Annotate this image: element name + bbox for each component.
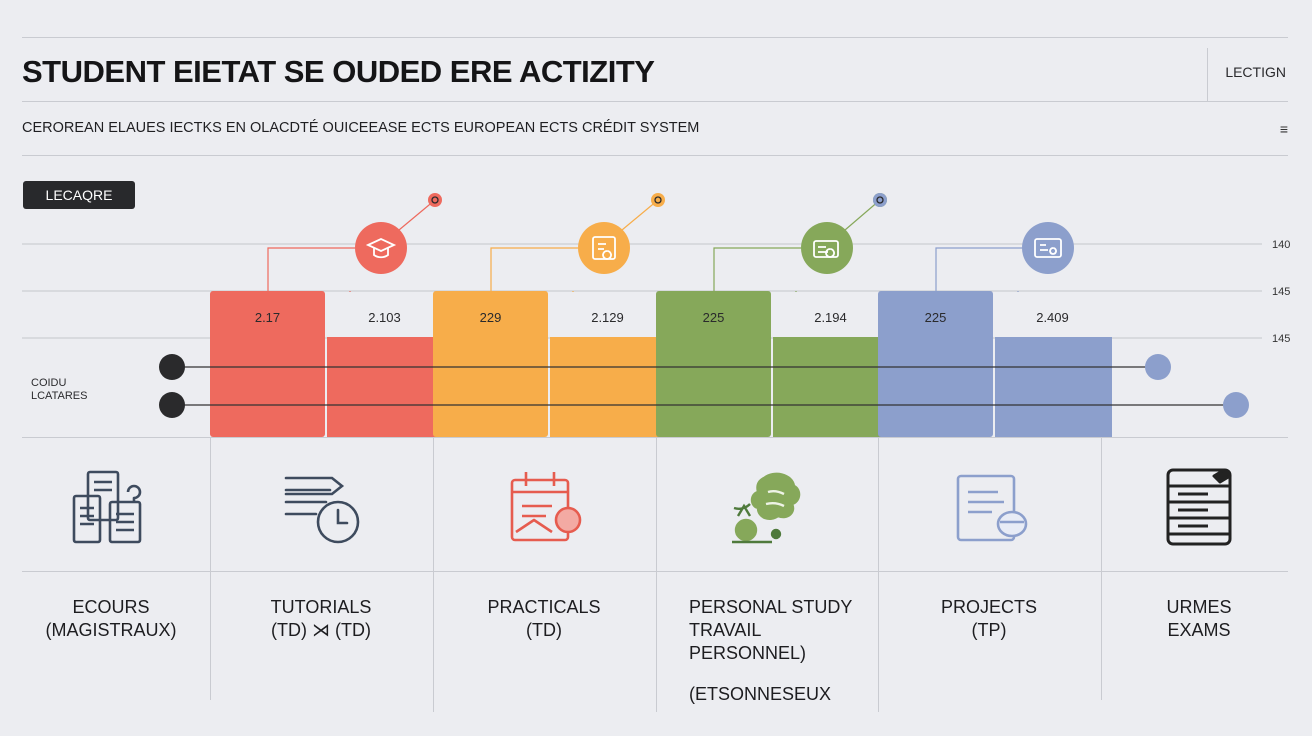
column-divider xyxy=(656,437,657,712)
projector-icon xyxy=(801,222,853,274)
data-label: 2.103 xyxy=(368,310,401,325)
pin-dot xyxy=(428,193,442,207)
data-label: 225 xyxy=(703,310,725,325)
header-rule xyxy=(22,101,1288,102)
tick-label: 145 xyxy=(1272,333,1290,345)
subtitle-rule xyxy=(22,155,1288,156)
connector-line xyxy=(713,247,801,291)
row-label: COIDU LCATARES xyxy=(31,377,87,403)
bar xyxy=(995,337,1112,437)
corner-label[interactable]: LECTIGN xyxy=(1225,64,1286,80)
row-label-line1: COIDU xyxy=(31,377,67,389)
menu-icon[interactable]: ≡ xyxy=(1279,121,1288,137)
range-start-dot xyxy=(159,354,185,380)
bar xyxy=(327,337,444,437)
projector-lines xyxy=(818,246,835,258)
presentation-icon xyxy=(1022,222,1074,274)
graduation-cap-glyph xyxy=(365,238,397,259)
bar xyxy=(210,291,325,437)
column-divider xyxy=(878,437,879,712)
page-subtitle: CEROREAN ELAUES IECTKS EN OLACDTÉ OUICEE… xyxy=(22,120,700,136)
page-title: STUDENT EIETAT SE OUDED ERE ACTIZITY xyxy=(22,54,655,89)
data-label: 2.409 xyxy=(1036,310,1069,325)
connector-line xyxy=(490,247,578,291)
label-personal-study: PERSONAL STUDY TRAVAIL PERSONNEL) (ETSON… xyxy=(689,597,853,704)
column-divider xyxy=(433,437,434,712)
bar xyxy=(878,291,993,437)
label-projects: PROJECTS (TP) xyxy=(940,597,1037,640)
range-end-dot xyxy=(1223,392,1249,418)
projector-body xyxy=(813,240,839,258)
certificate-icon-glyph xyxy=(592,236,616,260)
pin-dot xyxy=(651,193,665,207)
pin-dot-ring xyxy=(431,196,439,204)
chart-base-rule xyxy=(22,437,1288,438)
certificate-lines xyxy=(598,243,612,260)
header-divider xyxy=(1207,48,1208,101)
label-practicals: PRACTICALS (TD) xyxy=(487,597,601,640)
pin-dot-ring xyxy=(876,196,884,204)
icons-base-rule xyxy=(22,571,1288,572)
clock-list-icon xyxy=(278,462,378,562)
pin-line xyxy=(844,199,881,231)
presentation-icon-glyph xyxy=(1034,238,1062,258)
presentation-lines xyxy=(1040,244,1057,255)
exam-sheet-icon xyxy=(1160,462,1260,562)
pin-dot-ring xyxy=(654,196,662,204)
bar xyxy=(656,291,771,437)
label-ecours: ECOURS (MAGISTRAUX) xyxy=(45,597,177,640)
data-label: 229 xyxy=(480,310,502,325)
documents-icon xyxy=(66,462,166,562)
label-exams: URMES EXAMS xyxy=(1166,597,1232,640)
range-end-dot xyxy=(1145,354,1171,380)
row-label-line2: LCATARES xyxy=(31,390,88,402)
calendar-icon xyxy=(502,462,602,562)
data-label: 225 xyxy=(925,310,947,325)
label-tutorials: TUTORIALS (TD) ⋊ (TD) xyxy=(270,597,372,640)
connector-line xyxy=(935,247,1022,291)
column-divider xyxy=(1101,437,1102,700)
category-badge[interactable]: LECAQRE xyxy=(23,181,135,209)
data-label: 2.17 xyxy=(255,310,280,325)
data-label: 2.194 xyxy=(814,310,847,325)
pin-dot xyxy=(873,193,887,207)
pin-line xyxy=(621,199,659,231)
presentation-board xyxy=(1034,238,1062,258)
tick-label: 140 xyxy=(1272,239,1290,251)
certificate-frame xyxy=(592,236,616,260)
bar xyxy=(433,291,548,437)
tick-label: 145 xyxy=(1272,286,1290,298)
graduation-cap-icon-glyph xyxy=(365,238,397,259)
range-start-dot xyxy=(159,392,185,418)
pin-line xyxy=(398,199,436,231)
column-divider xyxy=(210,437,211,700)
top-rule xyxy=(22,37,1288,38)
certificate-icon xyxy=(578,222,630,274)
data-label: 2.129 xyxy=(591,310,624,325)
bar xyxy=(550,337,667,437)
study-blob-icon xyxy=(720,462,820,562)
document-stamp-icon xyxy=(950,462,1050,562)
graduation-cap-icon xyxy=(355,222,407,274)
bar xyxy=(773,337,890,437)
connector-line xyxy=(267,247,355,291)
projector-icon-glyph xyxy=(813,240,839,258)
